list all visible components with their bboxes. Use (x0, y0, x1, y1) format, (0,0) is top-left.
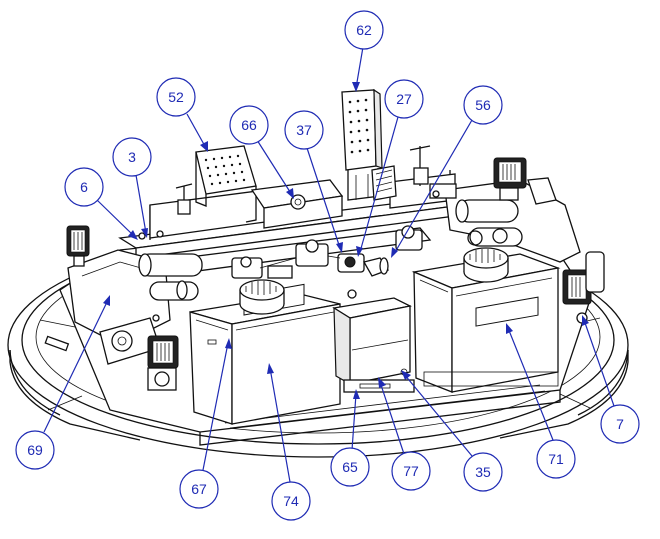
leader-66-arrow (286, 188, 294, 199)
callout-52: 52 (156, 77, 196, 117)
callout-67-label: 67 (191, 481, 207, 497)
callout-56: 56 (463, 85, 503, 125)
rear-right-work-lamp (493, 157, 527, 201)
callout-6-label: 6 (80, 179, 88, 195)
callout-35-label: 35 (475, 464, 491, 480)
callout-7-label: 7 (616, 416, 624, 432)
leader-37-arrow (336, 242, 343, 253)
leader-27 (359, 116, 399, 253)
leader-56 (393, 119, 473, 255)
right-work-lamp (562, 251, 605, 324)
callout-74-label: 74 (283, 493, 299, 509)
callout-27-label: 27 (396, 91, 412, 107)
leader-35-arrow (401, 370, 411, 380)
callout-65: 65 (330, 447, 370, 487)
leader-6-arrow (128, 230, 138, 240)
callout-7: 7 (600, 404, 640, 444)
leader-7 (583, 319, 615, 407)
leader-3-arrow (141, 228, 148, 238)
callout-3: 3 (112, 137, 152, 177)
leader-71 (507, 327, 554, 441)
hydraulic-fittings (231, 225, 423, 279)
leader-71-arrow (506, 323, 513, 334)
callout-74: 74 (271, 481, 311, 521)
leader-27-arrow (356, 246, 363, 257)
callout-56-label: 56 (475, 97, 491, 113)
leader-67 (202, 342, 229, 471)
callouts: 62 52 27 66 37 56 3 6 (15, 10, 640, 521)
callout-52-label: 52 (168, 89, 184, 105)
leader-35 (403, 373, 473, 457)
leader-56-arrow (391, 247, 398, 258)
leader-77 (379, 381, 405, 455)
front-left-work-lamp (147, 335, 179, 391)
callout-65-label: 65 (342, 459, 358, 475)
leader-6 (96, 199, 135, 237)
callout-66-label: 66 (241, 117, 257, 133)
right-motor-housing (444, 177, 581, 263)
left-motor-housing (67, 249, 203, 365)
leader-74-arrow (267, 363, 274, 374)
leader-62-arrow (352, 82, 360, 92)
leader-3 (135, 174, 147, 234)
callout-69: 69 (15, 430, 55, 470)
leader-66 (256, 139, 293, 196)
machine-drawing (7, 88, 629, 458)
leader-lines (43, 46, 615, 483)
leader-69 (43, 299, 109, 433)
left-hydraulic-tank (189, 279, 341, 425)
callout-66: 66 (229, 105, 269, 145)
leader-52 (186, 113, 207, 149)
leader-52-arrow (200, 141, 208, 152)
callout-71-label: 71 (548, 451, 564, 467)
leader-67-arrow (225, 338, 232, 349)
callout-71: 71 (536, 439, 576, 479)
callout-69-label: 69 (27, 442, 43, 458)
callout-6: 6 (64, 167, 104, 207)
leader-62 (355, 46, 364, 89)
step-plate (195, 145, 257, 223)
leader-65-arrow (353, 389, 360, 399)
leader-74 (269, 367, 291, 483)
callout-3-label: 3 (128, 149, 136, 165)
leader-65 (351, 393, 357, 451)
left-work-lamp (66, 225, 90, 267)
bolts (138, 190, 440, 322)
accelerator-pedal (341, 88, 397, 201)
callout-77: 77 (391, 451, 431, 491)
callout-62-label: 62 (356, 22, 372, 38)
callout-77-label: 77 (403, 463, 419, 479)
callout-62: 62 (344, 10, 384, 50)
leader-69-arrow (103, 295, 110, 306)
center-component-box (332, 297, 415, 393)
leader-7-arrow (582, 315, 589, 326)
callout-37-label: 37 (296, 122, 312, 138)
leader-77-arrow (378, 377, 386, 388)
callout-37: 37 (284, 110, 324, 150)
right-hydraulic-tank (411, 247, 561, 393)
callout-27: 27 (384, 79, 424, 119)
leader-37 (306, 147, 341, 249)
callout-67: 67 (179, 469, 219, 509)
callout-35: 35 (463, 452, 503, 492)
